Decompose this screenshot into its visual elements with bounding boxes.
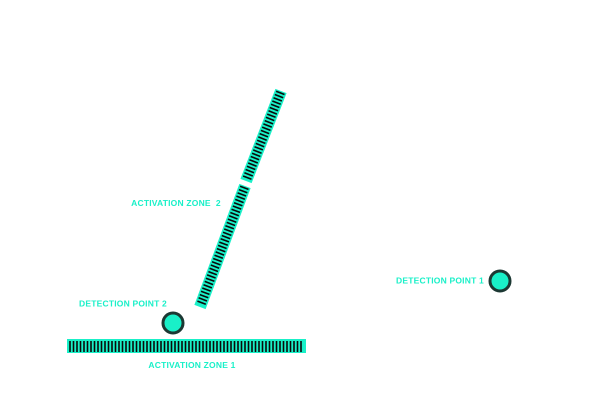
zone-tick xyxy=(215,251,225,256)
zone-tick xyxy=(223,228,233,233)
zone-tick xyxy=(270,103,280,109)
zone-tick xyxy=(221,234,231,240)
zone-tick xyxy=(236,195,246,201)
zone-tick xyxy=(261,126,271,132)
activation-zone-2 xyxy=(194,88,287,310)
zone-tick xyxy=(246,165,256,171)
activation-zone-2-lower-segment xyxy=(194,183,251,310)
zone-tick xyxy=(202,287,211,292)
zone-tick xyxy=(210,264,220,269)
zone-tick xyxy=(247,162,257,168)
zone-tick xyxy=(272,100,281,106)
zone-tick xyxy=(200,290,210,296)
zone-tick xyxy=(266,113,276,119)
zone-tick xyxy=(274,93,284,99)
zone-tick xyxy=(203,283,213,289)
zone-tick xyxy=(206,274,216,279)
zone-tick xyxy=(250,155,260,161)
zone-tick xyxy=(208,270,218,276)
zone-tick xyxy=(214,254,224,260)
activation-zone-2-label: ACTIVATION ZONE 2 xyxy=(131,198,221,208)
zone-tick xyxy=(237,192,247,197)
zone-tick xyxy=(244,172,254,177)
activation-zone-1-ticks xyxy=(69,341,302,352)
zone-tick xyxy=(252,149,262,154)
zone-tick xyxy=(216,247,226,253)
zone-tick xyxy=(242,175,252,181)
zone-tick xyxy=(245,168,255,174)
zone-tick xyxy=(199,293,209,299)
zone-tick xyxy=(211,261,221,266)
zone-tick xyxy=(205,277,215,283)
zone-tick xyxy=(251,152,261,158)
zone-tick xyxy=(231,208,241,214)
zone-tick xyxy=(204,280,214,286)
zone-tick xyxy=(269,106,279,112)
detection-point-2-label: DETECTION POINT 2 xyxy=(79,299,167,309)
zone-tick xyxy=(256,139,266,145)
zone-tick xyxy=(234,198,244,204)
zone-tick xyxy=(217,244,227,250)
zone-tick xyxy=(198,297,208,302)
zone-tick xyxy=(212,257,222,263)
zone-tick xyxy=(230,211,240,217)
zone-tick xyxy=(228,215,238,220)
zone-tick xyxy=(233,201,243,207)
zone-tick xyxy=(232,205,242,210)
zone-tick xyxy=(258,136,267,141)
activation-zone-1-label: ACTIVATION ZONE 1 xyxy=(148,360,235,370)
detection-point-2-marker xyxy=(161,311,185,335)
zone-tick xyxy=(222,231,232,237)
zone-tick xyxy=(209,267,219,273)
zone-tick xyxy=(255,142,265,148)
detection-point-1-marker xyxy=(488,269,512,293)
zone-tick xyxy=(225,224,235,230)
zone-tick xyxy=(268,110,278,115)
zone-tick xyxy=(220,238,230,243)
zone-tick xyxy=(249,158,259,164)
zone-tick xyxy=(264,119,274,125)
zone-tick xyxy=(259,132,269,138)
zone-tick xyxy=(227,218,237,223)
activation-zone-2-upper-segment xyxy=(240,88,287,184)
zone-tick xyxy=(263,123,273,128)
zone-tick xyxy=(239,185,249,191)
zone-tick xyxy=(254,145,264,151)
zone-tick xyxy=(260,129,270,135)
zone-tick xyxy=(273,97,283,102)
zone-tick xyxy=(226,221,236,227)
zone-tick xyxy=(219,241,229,246)
detection-point-1-label: DETECTION POINT 1 xyxy=(396,276,484,286)
zone-tick xyxy=(197,300,207,306)
activation-zone-1 xyxy=(67,339,306,353)
zone-tick xyxy=(275,90,285,96)
zone-tick xyxy=(265,116,275,122)
zone-tick xyxy=(238,188,248,194)
